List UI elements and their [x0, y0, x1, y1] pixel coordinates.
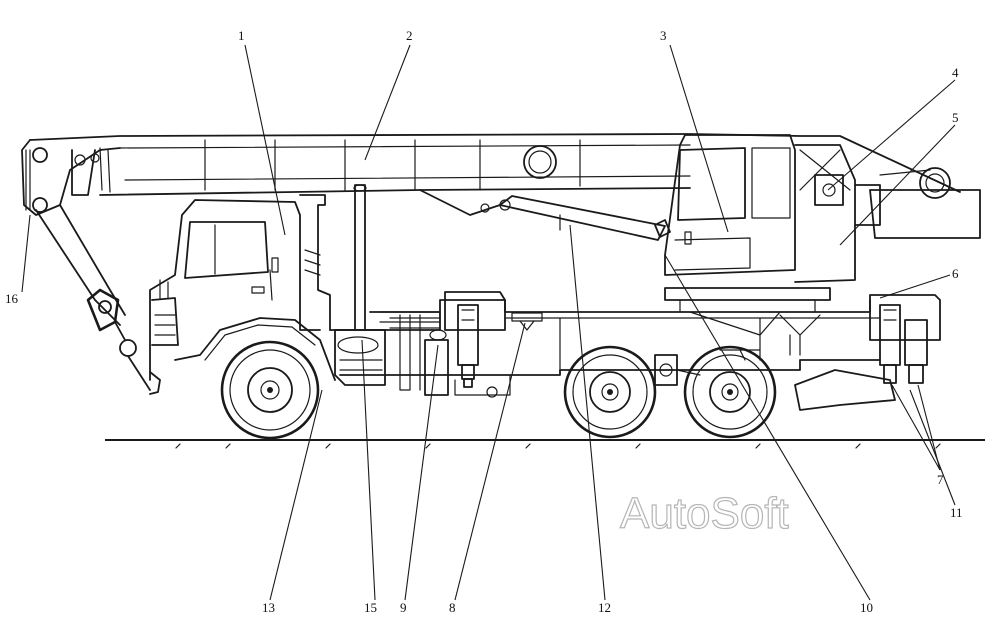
hook-cables	[35, 204, 161, 395]
luffing-cylinder	[499, 195, 666, 241]
callout-13: 13	[262, 600, 275, 615]
watermark: AutoSoft	[620, 489, 789, 538]
middle-wheel	[563, 345, 657, 439]
callout-1: 1	[238, 28, 245, 43]
truck-cab	[149, 199, 336, 381]
rear-wheel	[683, 345, 777, 439]
operator-cabin	[654, 134, 796, 276]
callout-6: 6	[952, 266, 959, 281]
callout-10: 10	[860, 600, 873, 615]
callout-7: 7	[937, 472, 944, 487]
callout-2: 2	[406, 28, 413, 43]
callout-12: 12	[598, 600, 611, 615]
callout-3: 3	[660, 28, 667, 43]
callout-9: 9	[400, 600, 407, 615]
boom-head	[21, 139, 121, 216]
front-outrigger	[424, 291, 506, 398]
exhaust-stack	[299, 184, 367, 331]
turntable	[511, 287, 831, 356]
callout-11: 11	[950, 505, 963, 520]
callout-5: 5	[952, 110, 959, 125]
front-wheel	[220, 340, 320, 440]
callout-8: 8	[449, 600, 456, 615]
callout-16: 16	[5, 291, 19, 306]
leader-lines	[21, 44, 956, 601]
callout-15: 15	[364, 600, 377, 615]
machinery-house	[794, 144, 981, 283]
boom	[29, 133, 961, 216]
ground	[105, 439, 985, 449]
rear-outrigger	[794, 294, 941, 411]
fuel-tank	[334, 329, 386, 386]
callout-4: 4	[952, 65, 959, 80]
callout-labels: 1 2 3 4 5 6 7 8 9 10 11 12 13 15 16	[5, 28, 963, 615]
